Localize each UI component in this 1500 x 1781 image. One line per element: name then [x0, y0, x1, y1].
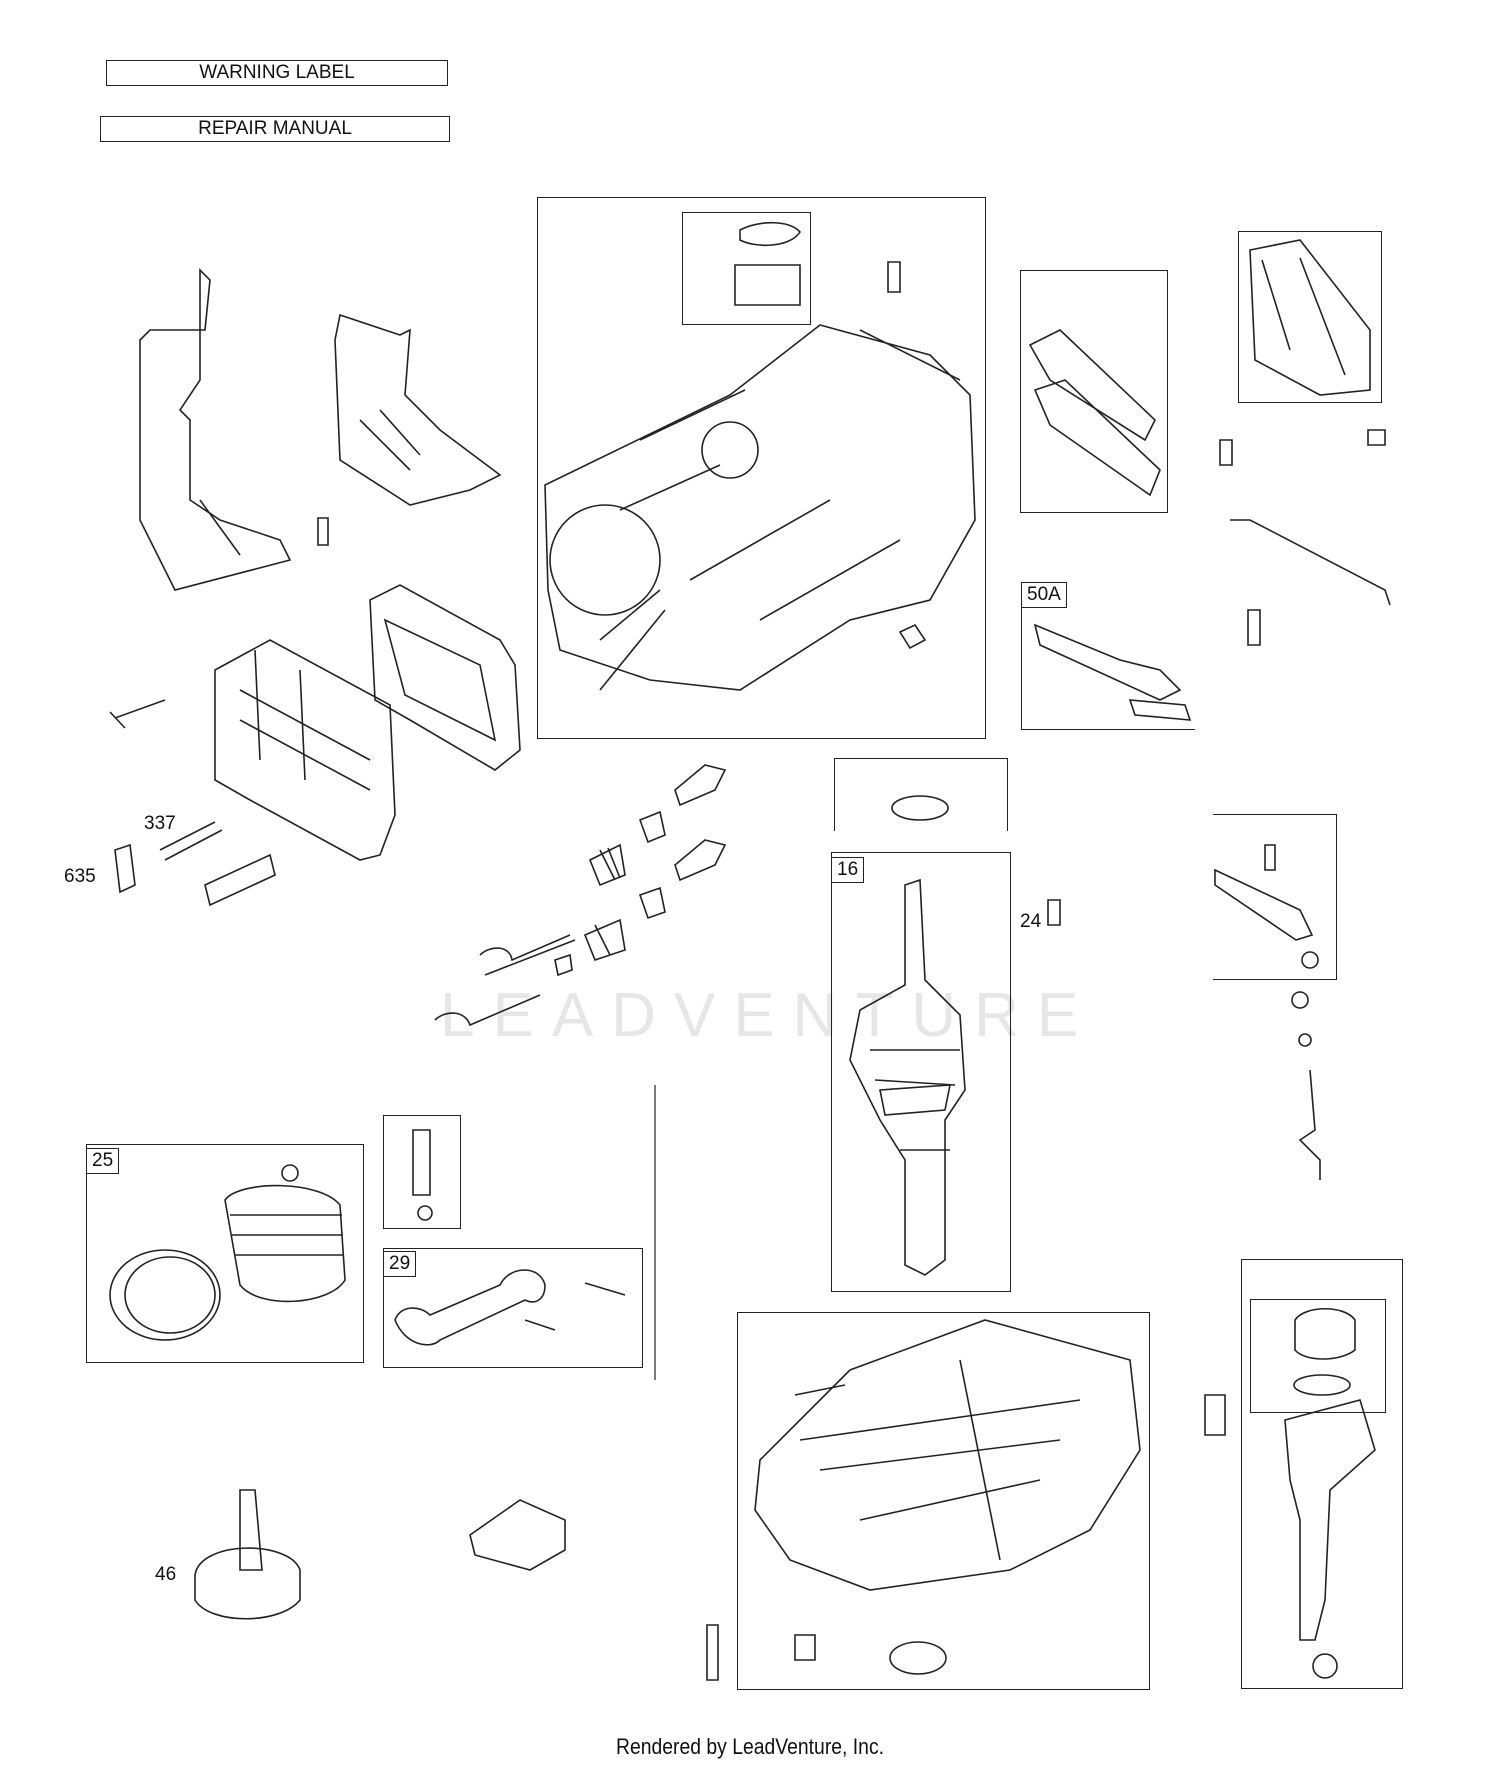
bearing-seal — [739, 221, 801, 247]
callout-24: 24 — [1020, 911, 1042, 932]
piston-pin — [412, 1129, 431, 1196]
oil-pump-bolt — [1204, 1394, 1226, 1436]
breather-gasket-1 — [1028, 329, 1156, 442]
warning-label-button[interactable]: WARNING LABEL — [106, 60, 448, 86]
rod-bolt-1 — [584, 1282, 626, 1296]
governor-bolt — [1264, 844, 1276, 871]
screw-1 — [1219, 439, 1233, 466]
washer-2 — [1298, 1033, 1312, 1047]
valve-2 — [434, 994, 541, 1027]
retainer-2 — [638, 886, 666, 920]
heat-shield-right — [334, 313, 502, 506]
valve-spring-2 — [583, 918, 626, 961]
piston-frame — [86, 1144, 364, 1363]
key — [1047, 899, 1061, 926]
spark-plug — [159, 821, 223, 861]
valve-keeper — [554, 953, 573, 977]
callout-635: 635 — [64, 866, 96, 887]
governor-nut — [1301, 951, 1319, 969]
seal-frame — [834, 758, 1008, 831]
callout-50a: 50A — [1021, 582, 1067, 608]
governor-arm — [1214, 868, 1314, 941]
piston-clip — [281, 1164, 299, 1182]
bolt-small — [317, 517, 329, 546]
sump-seal — [889, 1641, 947, 1675]
oil-pump-inset-frame — [1250, 1299, 1386, 1413]
dowel-pin — [887, 261, 901, 293]
callout-16: 16 — [831, 857, 865, 883]
head-bolt — [109, 699, 166, 729]
callout-46: 46 — [155, 1564, 177, 1585]
callout-337: 337 — [144, 813, 176, 834]
piston — [224, 1184, 346, 1303]
bearing — [734, 264, 801, 306]
callout-25: 25 — [86, 1148, 120, 1174]
dipstick-frame — [1021, 582, 1195, 730]
watermark: LEADVENTURE — [440, 981, 1097, 1050]
footer-credit: Rendered by LeadVenture, Inc. — [615, 1734, 885, 1759]
screw-3 — [1247, 609, 1261, 646]
tappet-1 — [674, 764, 727, 807]
crank-seal — [891, 795, 949, 821]
oil-pump-frame — [1241, 1259, 1403, 1689]
spark-plug-boot — [114, 843, 136, 894]
screw-2 — [1367, 429, 1386, 446]
sump-frame — [737, 1312, 1150, 1690]
retainer-1 — [638, 810, 666, 844]
camshaft — [239, 1489, 263, 1571]
sump-plug — [794, 1634, 816, 1661]
tappet-2 — [674, 839, 727, 882]
repair-manual-button[interactable]: REPAIR MANUAL — [100, 116, 450, 142]
nut — [898, 623, 927, 650]
oil-pump — [1284, 1399, 1376, 1641]
heat-shield-left — [139, 268, 292, 591]
governor-assembly — [469, 1499, 566, 1571]
terminal-clip — [204, 853, 276, 907]
cylinder-head — [214, 639, 396, 861]
breather-cover — [1249, 239, 1371, 396]
valve-1 — [479, 934, 576, 976]
camshaft-gear — [194, 1547, 301, 1620]
dipstick-tube — [1033, 623, 1182, 701]
crankcase-sump — [754, 1319, 1141, 1591]
cylinder-block-frame — [537, 197, 986, 739]
connecting-rod-frame — [383, 1248, 643, 1368]
crank-gear — [879, 1084, 951, 1116]
rod-bolt-2 — [524, 1319, 556, 1331]
oil-pump-oring — [1312, 1653, 1338, 1679]
governor-frame — [1213, 814, 1337, 980]
callout-29: 29 — [383, 1251, 417, 1277]
cylinder-block — [544, 324, 976, 691]
sump-bolt — [706, 1624, 719, 1681]
governor-link — [1298, 1069, 1321, 1180]
piston-rings — [109, 1249, 221, 1341]
gasket-set-frame — [1020, 270, 1168, 513]
oil-pump-rotor — [1294, 1308, 1356, 1360]
push-rod — [1230, 519, 1391, 606]
head-gasket — [369, 584, 521, 771]
breather-gasket-2 — [1033, 379, 1161, 497]
crankshaft — [849, 878, 966, 1276]
washer-1 — [1291, 991, 1309, 1009]
connecting-rod — [394, 1269, 546, 1346]
piston-pin-frame — [383, 1115, 461, 1229]
crankshaft-frame — [831, 852, 1011, 1292]
breather-frame — [1238, 231, 1382, 403]
valve-spring-1 — [588, 843, 626, 887]
bearing-inset-frame — [682, 212, 811, 325]
